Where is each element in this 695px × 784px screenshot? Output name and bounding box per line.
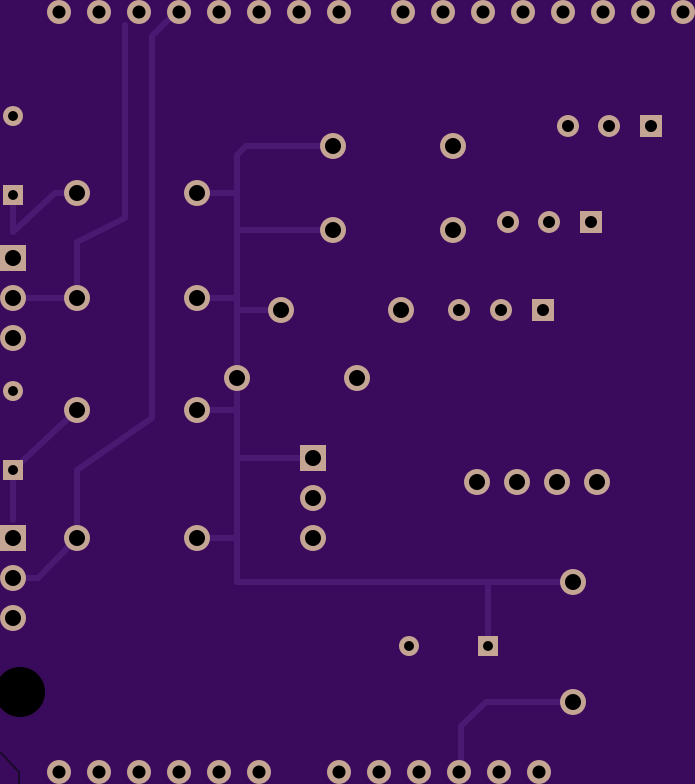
drill-hole [52,5,66,19]
drill-hole [212,765,226,779]
drill-hole [305,530,321,546]
drill-hole [8,190,18,200]
drill-hole [396,5,410,19]
drill-hole [452,765,466,779]
board-outline-corner [0,751,20,784]
drill-hole [412,765,426,779]
drill-hole [8,111,18,121]
drill-hole [172,5,186,19]
drill-hole [5,250,21,266]
drill-hole [645,120,657,132]
drill-hole [5,570,21,586]
drill-hole [502,216,514,228]
drill-hole [556,5,570,19]
drill-hole [589,474,605,490]
drill-hole [273,302,289,318]
drill-hole [445,138,461,154]
trace [74,17,171,541]
drill-hole [132,5,146,19]
mounting-hole [0,667,45,717]
drill-hole [476,5,490,19]
drill-hole [69,402,85,418]
drill-hole [252,765,266,779]
drill-hole [565,574,581,590]
trace [74,22,128,301]
drill-hole [492,765,506,779]
trace [458,699,576,775]
drill-hole [8,465,18,475]
drill-hole [436,5,450,19]
drill-hole [549,474,565,490]
trace [10,407,80,473]
drill-hole [636,5,650,19]
drill-hole [562,120,574,132]
drill-hole [332,5,346,19]
drill-hole [543,216,555,228]
drill-hole [172,765,186,779]
drill-hole [565,694,581,710]
drill-hole [325,138,341,154]
drill-hole [532,765,546,779]
drill-hole [212,5,226,19]
drill-hole [69,290,85,306]
drill-hole [305,450,321,466]
drill-hole [305,490,321,506]
drill-hole [8,386,18,396]
drill-hole [445,222,461,238]
drill-hole [132,765,146,779]
drill-hole [404,641,414,651]
drill-hole [325,222,341,238]
drill-hole [603,120,615,132]
drill-hole [92,5,106,19]
drill-hole [495,304,507,316]
drill-hole [332,765,346,779]
drill-hole [189,402,205,418]
drill-hole [372,765,386,779]
drill-hole [469,474,485,490]
drill-hole [92,765,106,779]
drill-hole [537,304,549,316]
drill-hole [189,185,205,201]
drill-hole [52,765,66,779]
drill-hole [229,370,245,386]
drill-hole [252,5,266,19]
drill-hole [676,5,690,19]
drill-hole [5,610,21,626]
drill-hole [509,474,525,490]
drill-hole [453,304,465,316]
drill-hole [483,641,493,651]
drill-hole [292,5,306,19]
drill-hole [393,302,409,318]
drill-hole [516,5,530,19]
drill-hole [5,330,21,346]
drill-hole [585,216,597,228]
drill-hole [69,185,85,201]
drill-hole [349,370,365,386]
drill-hole [596,5,610,19]
drill-hole [5,290,21,306]
drill-hole [189,290,205,306]
drill-hole [5,530,21,546]
drill-hole [189,530,205,546]
drill-hole [69,530,85,546]
